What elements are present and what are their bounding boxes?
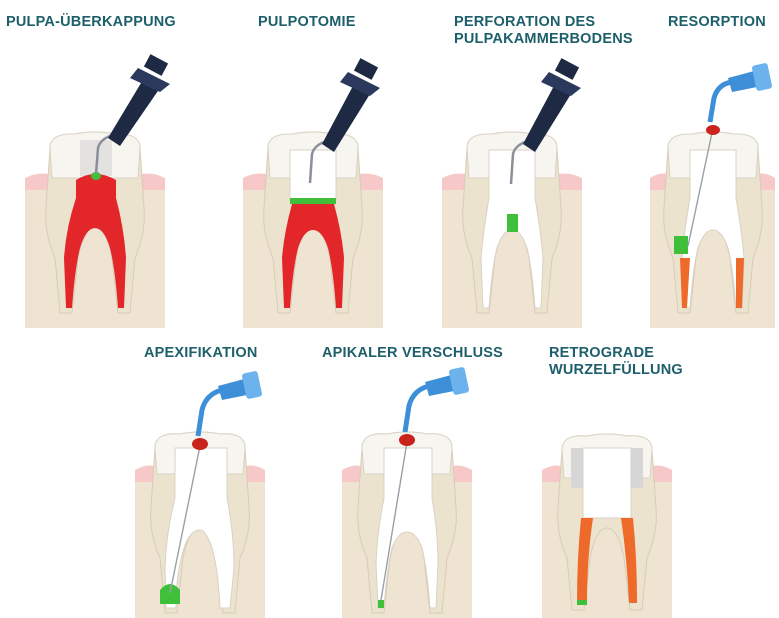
panel-title-line: APIKALER VERSCHLUSS: [322, 345, 503, 362]
pulpotomy-seal: [290, 198, 336, 204]
plug: [706, 125, 720, 135]
panel-title-resorption: RESORPTION: [668, 14, 766, 31]
plug: [192, 438, 208, 450]
panel-title-line: PULPA-ÜBERKAPPUNG: [6, 14, 176, 31]
panel-title-line: PULPAKAMMERBODENS: [454, 31, 633, 48]
tooth-illustration-apikaler-verschluss: [337, 368, 477, 618]
apical-plug: [378, 600, 384, 608]
carrier-icon: [710, 63, 773, 122]
tooth-illustration-resorption: [640, 58, 775, 328]
carrier-icon: [405, 367, 470, 432]
tooth-illustration-retrograde: [537, 398, 677, 618]
panel-title-pulpotomie: PULPOTOMIE: [258, 14, 356, 31]
panel-title-line: PERFORATION DES: [454, 14, 633, 31]
apical-plug: [160, 584, 180, 604]
tooth-illustration-perforation: [437, 58, 587, 328]
panel-title-apikaler-verschluss: APIKALER VERSCHLUSS: [322, 345, 503, 362]
panel-title-line: RETROGRADE: [549, 345, 683, 362]
access-cavity: [583, 448, 631, 518]
panel-title-pulpa-ueberkappung: PULPA-ÜBERKAPPUNG: [6, 14, 176, 31]
tooth-illustration-pulpotomie: [238, 58, 388, 328]
panel-title-line: APEXIFIKATION: [144, 345, 258, 362]
panel-title-retrograde: RETROGRADE WURZELFÜLLUNG: [549, 345, 683, 379]
panel-title-line: WURZELFÜLLUNG: [549, 362, 683, 379]
panel-title-line: RESORPTION: [668, 14, 766, 31]
carrier-icon: [198, 371, 263, 436]
plug: [399, 434, 415, 446]
panel-title-perforation: PERFORATION DES PULPAKAMMERBODENS: [454, 14, 633, 48]
resorption-repair: [674, 236, 688, 254]
tooth-illustration-apexifikation: [130, 368, 270, 618]
retrograde-filling: [577, 600, 587, 605]
perforation-repair: [507, 214, 518, 232]
panel-title-line: PULPOTOMIE: [258, 14, 356, 31]
tooth-illustration-pulpa-ueberkappung: [20, 58, 170, 328]
panel-title-apexifikation: APEXIFIKATION: [144, 345, 258, 362]
